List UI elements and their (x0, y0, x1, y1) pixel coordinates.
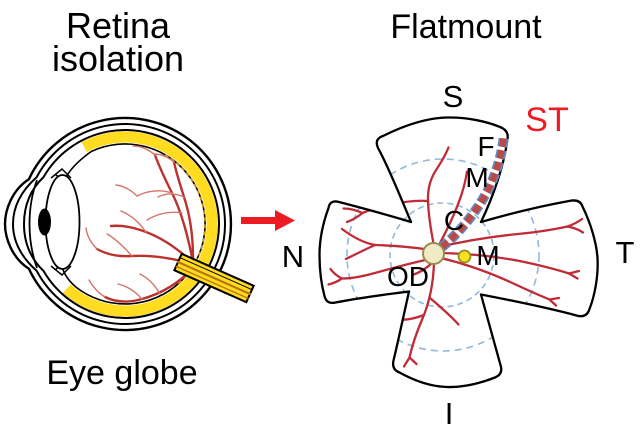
eccentricity-ring-outer (346, 158, 540, 352)
optic-disc-label: OD (387, 261, 429, 292)
sclera-outer-outline (3, 116, 233, 332)
eye-globe-caption: Eye globe (46, 354, 197, 392)
left-panel-title-line2: isolation (52, 38, 184, 79)
eccentricity-label-middle: M (465, 162, 488, 193)
sclera-inner-outline (22, 129, 220, 319)
macula-dot (457, 249, 472, 264)
macula-label: M (476, 240, 499, 271)
quadrant-label-nasal: N (282, 239, 304, 274)
eye-globe-illustration (3, 116, 256, 332)
quadrant-label-temporal: T (616, 235, 635, 270)
iris-plane (28, 179, 38, 269)
petal-temporal-edge (479, 199, 599, 318)
st-strip (438, 134, 509, 252)
eye-vessels (85, 145, 195, 303)
retina-layer (63, 131, 218, 317)
ora-serrata-upper (63, 150, 92, 182)
left-panel-title-line1: Retina (66, 5, 171, 46)
eccentricity-label-far: F (477, 131, 494, 162)
optic-disc (422, 242, 445, 265)
petal-nasal-edge (318, 200, 413, 304)
quadrant-label-inferior: I (445, 396, 454, 431)
sclera-mid-outline (11, 123, 227, 325)
pupil (38, 208, 51, 236)
flow-arrow-icon (241, 210, 295, 231)
st-strip-label: ST (525, 101, 568, 139)
eccentricity-label-central: C (444, 205, 464, 236)
optic-nerve (172, 252, 256, 304)
petal-inferior-edge (391, 290, 503, 389)
petal-superior (376, 117, 508, 222)
flatmount-illustration (318, 116, 599, 389)
right-panel-title: Flatmount (390, 8, 542, 46)
quadrant-label-superior: S (443, 79, 464, 114)
